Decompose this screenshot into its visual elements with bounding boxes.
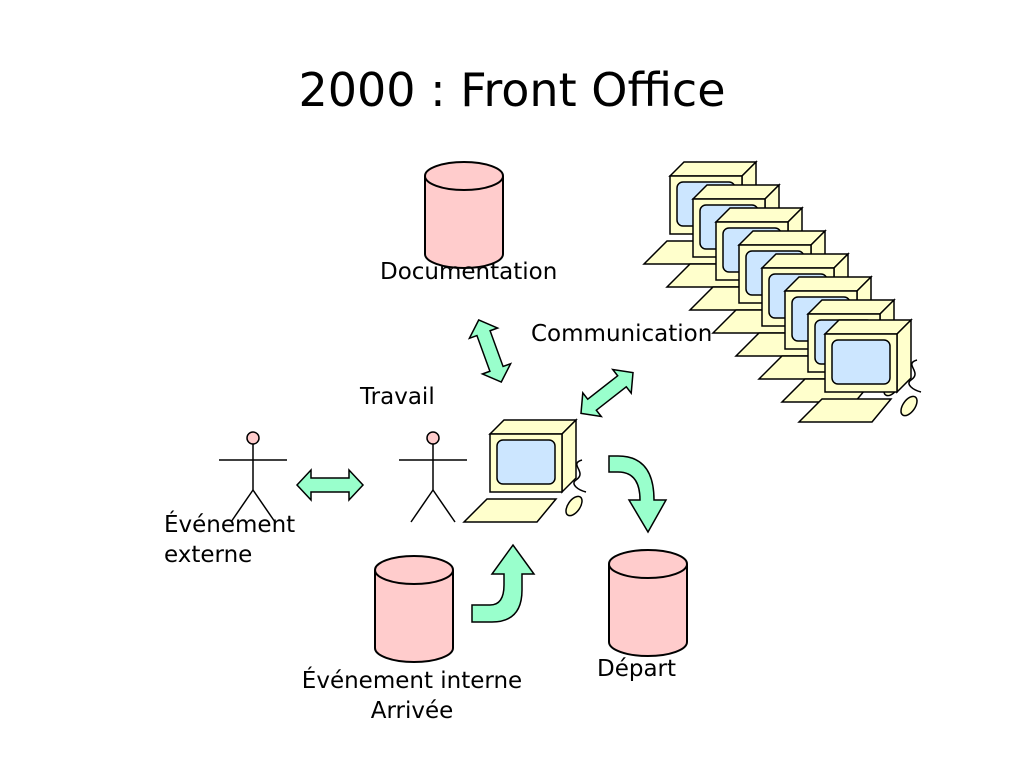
communication-exchange-arrow (571, 360, 643, 426)
documentation-label: Documentation (380, 259, 558, 285)
internal-event-label: Événement interne Arrivée (301, 668, 523, 724)
actor-exchange-arrow (296, 469, 364, 501)
communication-label: Communication (531, 321, 713, 347)
documentation-database (424, 161, 504, 269)
arrival-flow-arrow (471, 543, 536, 623)
arrival-database (374, 555, 454, 663)
departure-database (608, 549, 688, 657)
external-event-label: Événement externe (164, 512, 296, 568)
slide-title: 2000 : Front Office (298, 63, 726, 117)
travail-label: Travail (360, 384, 435, 410)
external-actor (218, 431, 288, 523)
departure-label: Départ (597, 656, 677, 682)
worker-actor (398, 431, 468, 523)
work-computer (463, 419, 587, 523)
documentation-exchange-arrow (463, 314, 517, 388)
departure-flow-arrow (608, 455, 668, 534)
communication-computers (643, 161, 922, 423)
